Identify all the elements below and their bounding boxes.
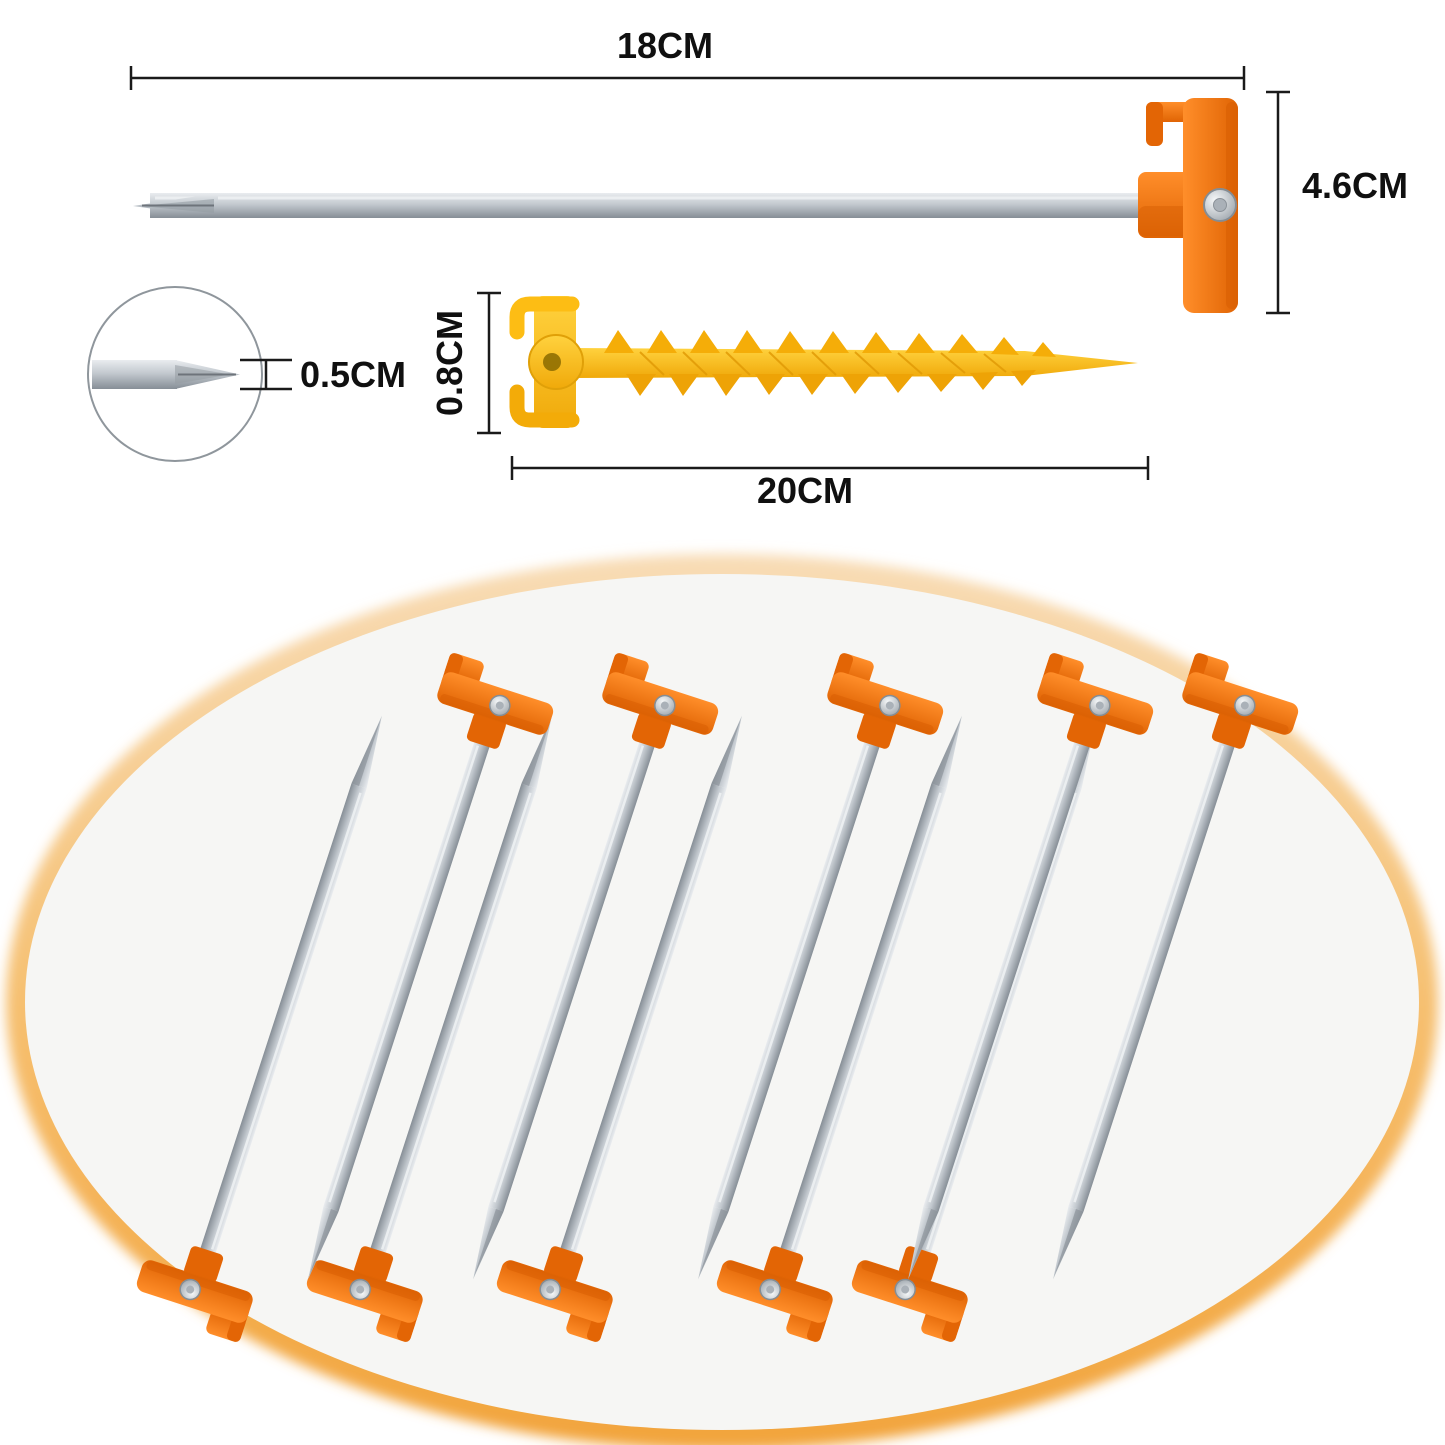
dimension-0-8cm: 0.8CM (429, 291, 501, 435)
dimension-0-5cm: 0.5CM (240, 354, 406, 395)
screw-head-top-hook (509, 296, 580, 340)
screw-threads-bottom (626, 370, 1036, 396)
stake-head-hook-lip (1146, 102, 1163, 146)
screw-shaft (574, 348, 1138, 378)
screw-head-bottom-hook (509, 384, 580, 428)
label-18cm: 18CM (617, 25, 713, 66)
dimension-4-6cm: 4.6CM (1266, 90, 1408, 315)
dimension-20cm: 20CM (510, 456, 1150, 511)
label-20cm: 20CM (757, 470, 853, 511)
label-0-8cm: 0.8CM (429, 310, 470, 416)
metal-stake-figure: 18CM 4.6CM (129, 25, 1408, 315)
screw-head-hole (543, 353, 561, 371)
screw-stake (509, 296, 1138, 428)
label-4-6cm: 4.6CM (1302, 165, 1408, 206)
screw-stake-figure: 0.8CM 20CM (429, 291, 1150, 511)
screw-spiral-lines (639, 351, 1007, 376)
peg-tray (6, 554, 1438, 1445)
metal-stake (133, 98, 1238, 313)
magnified-shaft (92, 360, 177, 389)
screw-threads-top (604, 330, 1056, 357)
tip-magnifier-figure: 0.5CM (87, 286, 406, 462)
label-0-5cm: 0.5CM (300, 354, 406, 395)
screw-stake-head (509, 296, 584, 428)
dimension-18cm: 18CM (129, 25, 1246, 90)
stake-head-pin-center (1213, 198, 1227, 212)
